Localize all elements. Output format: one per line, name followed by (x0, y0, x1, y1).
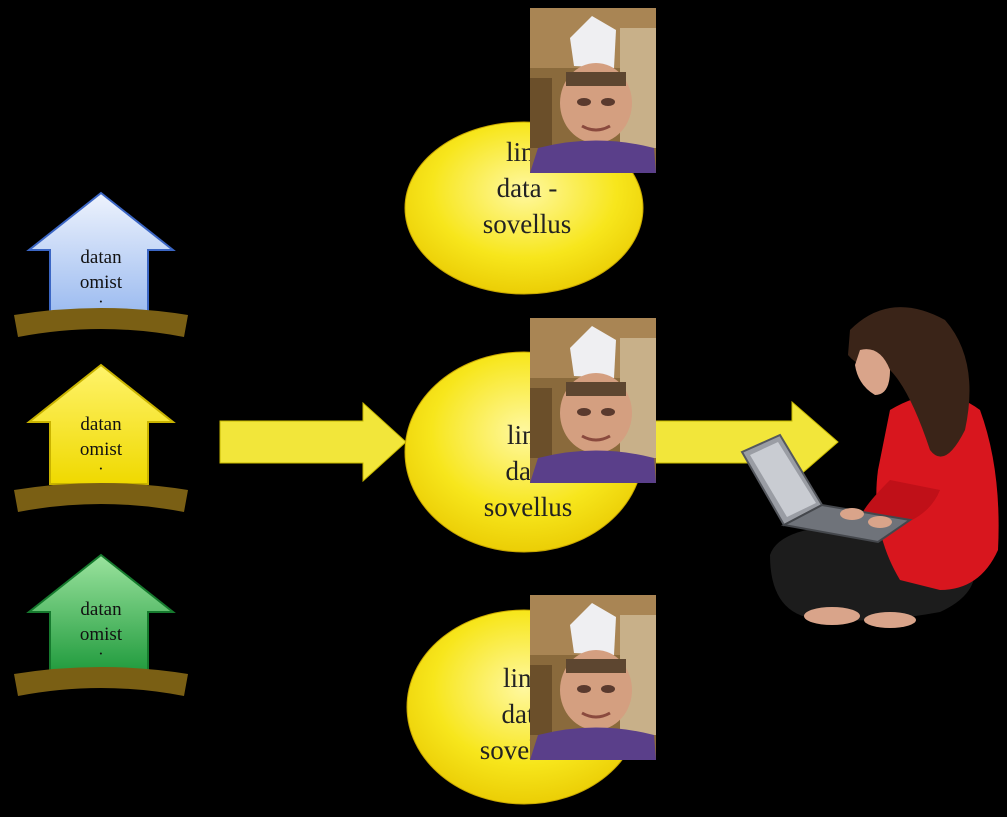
developer-photo-icon (530, 318, 656, 483)
developer-photo-icon (530, 8, 656, 173)
house-label: datan omist i (79, 247, 123, 303)
woman-with-laptop-icon (740, 300, 1007, 630)
ground-strip (14, 483, 188, 512)
data-owner-house-blue: datan omist i (12, 190, 190, 340)
data-owner-house-green: datan omist i (12, 552, 190, 702)
app-label: link data sovellus (483, 420, 573, 522)
data-owner-house-yellow: datan omist i (12, 362, 190, 512)
ground-strip (14, 667, 188, 696)
house-label: datan omist i (79, 599, 123, 655)
ground-strip (14, 308, 188, 337)
house-label: datan omist i (79, 414, 123, 470)
developer-photo-icon (530, 595, 656, 760)
arrow-owners-to-app (219, 402, 407, 482)
